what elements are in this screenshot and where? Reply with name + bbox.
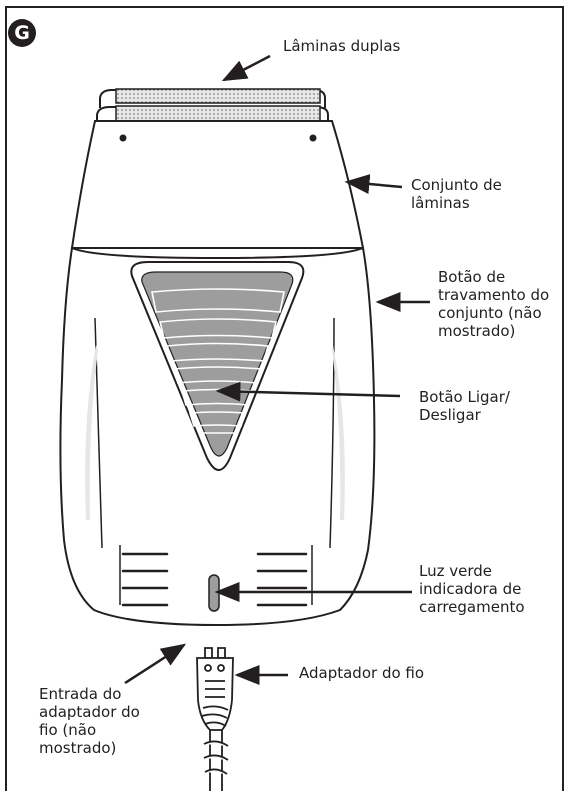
label-power-button: Botão Ligar/ Desligar xyxy=(419,388,510,424)
label-cord-adapter: Adaptador do fio xyxy=(299,664,425,682)
vent-slots xyxy=(121,552,308,607)
blade-assembly xyxy=(70,120,365,249)
power-button[interactable] xyxy=(130,261,305,471)
label-cord-input: Entrada do adaptador do fio (não mostrad… xyxy=(39,685,140,757)
cord-adapter-plug xyxy=(196,647,234,791)
figure-letter-badge: G xyxy=(8,19,36,47)
label-lock-button: Botão de travamento do conjunto (não mos… xyxy=(438,268,550,340)
callout-arrows xyxy=(124,54,430,685)
dual-foils xyxy=(96,88,329,124)
label-charge-light: Luz verde indicadora de carregamento xyxy=(419,562,525,616)
label-dual-foils: Lâminas duplas xyxy=(283,37,401,55)
label-blade-assembly: Conjunto de lâminas xyxy=(411,176,502,212)
figure-frame xyxy=(5,6,564,791)
